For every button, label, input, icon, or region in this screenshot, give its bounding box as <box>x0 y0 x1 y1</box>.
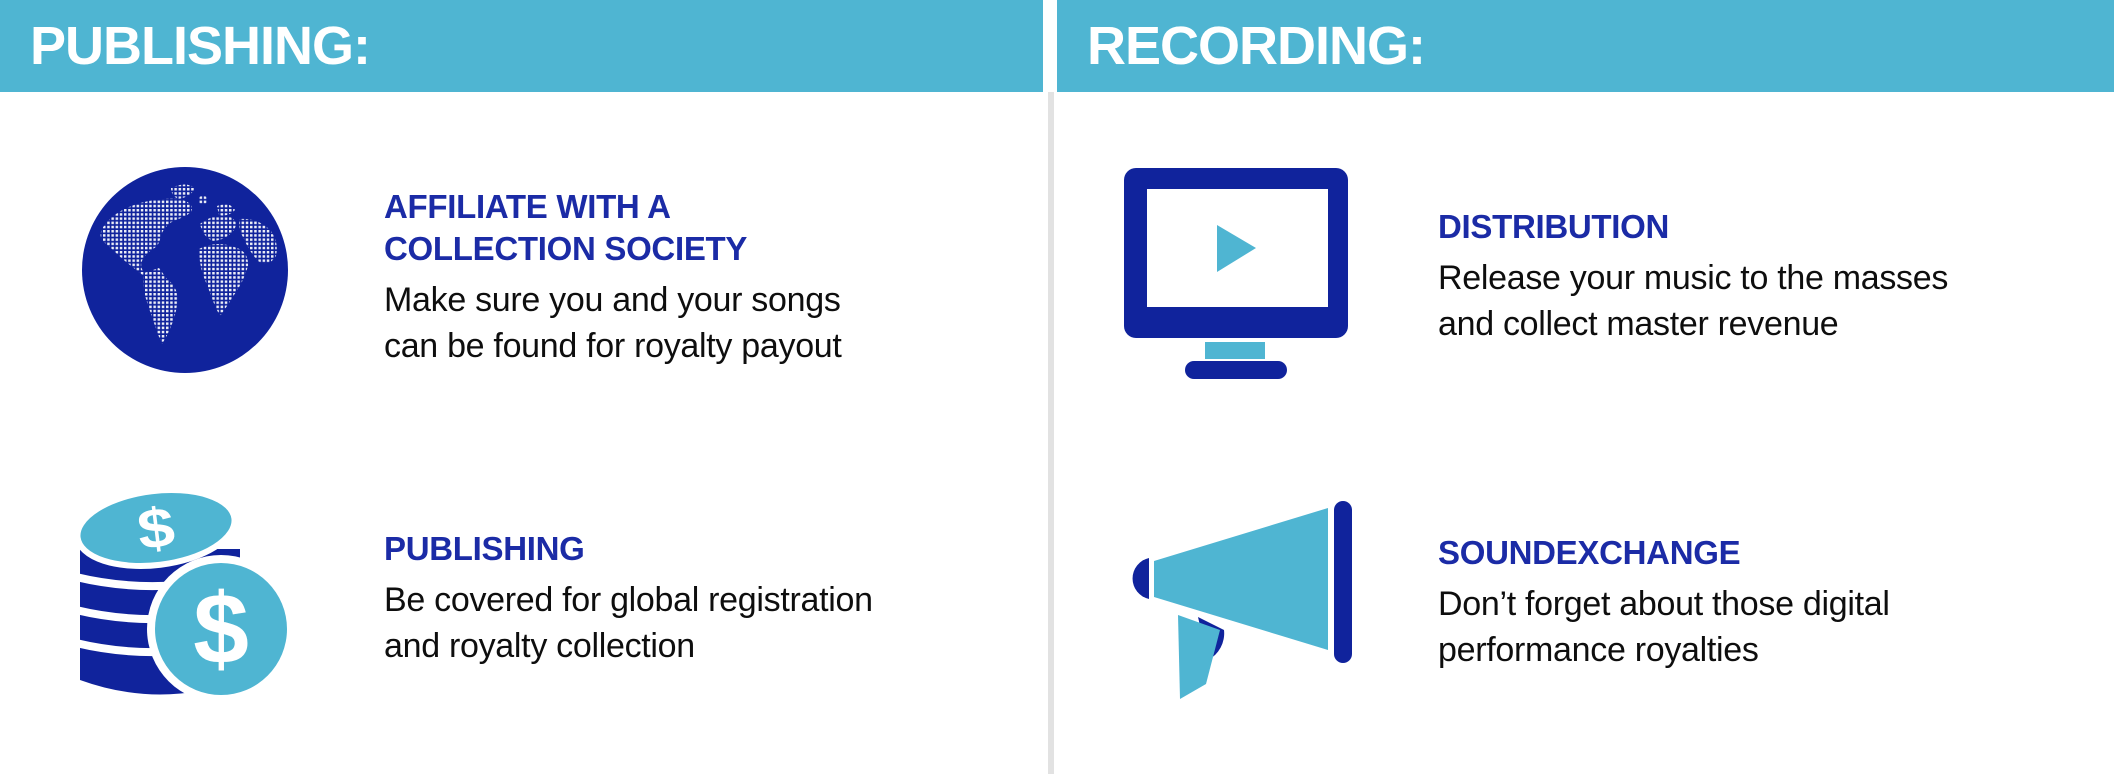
distribution-item-text: DISTRIBUTION Release your music to the m… <box>1438 206 2098 347</box>
megaphone-icon <box>1122 498 1352 708</box>
affiliate-item-text: AFFILIATE WITH A COLLECTION SOCIETY Make… <box>384 186 1044 369</box>
publishing-header-bar: PUBLISHING: <box>0 0 1043 92</box>
column-divider <box>1048 92 1054 774</box>
publishing-header-label: PUBLISHING: <box>30 16 371 76</box>
affiliate-item-description: Make sure you and your songs can be foun… <box>384 281 842 365</box>
recording-header-label: RECORDING: <box>1087 16 1426 76</box>
globe-icon <box>82 167 288 378</box>
recording-header-bar: RECORDING: <box>1057 0 2114 92</box>
svg-text:$: $ <box>134 495 178 561</box>
soundexchange-item-description: Don’t forget about those digital perform… <box>1438 585 1890 669</box>
soundexchange-item-text: SOUNDEXCHANGE Don’t forget about those d… <box>1438 532 2098 673</box>
distribution-item-description: Release your music to the masses and col… <box>1438 259 1949 343</box>
svg-text:$: $ <box>193 573 249 685</box>
distribution-item-title: DISTRIBUTION <box>1438 208 1670 245</box>
coin-stack-icon: $ $ <box>74 477 300 714</box>
publishing-item-title: PUBLISHING <box>384 530 585 567</box>
soundexchange-item-title: SOUNDEXCHANGE <box>1438 534 1741 571</box>
publishing-item-description: Be covered for global registration and r… <box>384 581 873 665</box>
publishing-item-text: PUBLISHING Be covered for global registr… <box>384 528 1044 669</box>
affiliate-item-title: AFFILIATE WITH A COLLECTION SOCIETY <box>384 188 748 267</box>
monitor-play-icon <box>1124 168 1348 385</box>
